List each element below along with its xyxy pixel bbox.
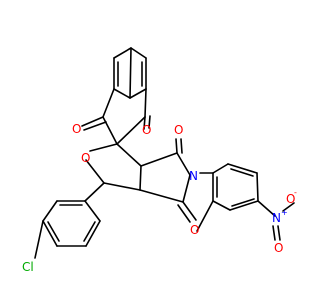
- atom-chlorine: Cl: [22, 260, 34, 274]
- bond: [83, 221, 96, 242]
- bond: [196, 200, 214, 232]
- bond: [277, 225, 281, 241]
- bond: [85, 159, 105, 184]
- bond: [85, 220, 101, 247]
- bond: [282, 202, 295, 212]
- atom-nitrogen: N: [189, 169, 198, 183]
- bond: [144, 88, 147, 118]
- bond: [182, 174, 191, 203]
- atom-oxygen: O: [286, 192, 295, 206]
- bond: [81, 116, 104, 127]
- bond: [103, 182, 141, 191]
- atom-charge: +: [281, 208, 288, 217]
- bond: [130, 47, 147, 59]
- molecule-structure-diagram: O O O O O N Cl N + O - O: [0, 0, 300, 300]
- bond: [212, 163, 229, 174]
- bond: [230, 168, 254, 177]
- bond: [116, 143, 142, 167]
- atom-labels: O O O O O N Cl N + O - O: [22, 122, 297, 274]
- bond: [42, 220, 58, 247]
- bond: [84, 182, 105, 202]
- bond: [180, 138, 183, 154]
- bond: [212, 200, 231, 211]
- bond: [139, 165, 142, 191]
- bond: [113, 47, 132, 59]
- atom-oxygen: O: [174, 123, 183, 137]
- bond: [84, 200, 101, 222]
- bond: [175, 138, 178, 154]
- bond: [42, 200, 58, 222]
- bond: [83, 121, 107, 131]
- atom-oxygen: O: [72, 122, 81, 136]
- bond: [176, 152, 191, 176]
- bond: [229, 200, 259, 211]
- atom-oxygen: O: [81, 151, 90, 165]
- bond: [227, 163, 258, 174]
- atom-nitrogen: N: [272, 211, 281, 225]
- bond: [143, 116, 146, 130]
- bond: [47, 221, 60, 242]
- bond: [89, 143, 118, 152]
- atom-oxygen: O: [274, 241, 283, 255]
- bond: [257, 200, 276, 217]
- bonds: [34, 47, 295, 259]
- bond: [34, 220, 44, 259]
- bond: [116, 116, 146, 145]
- atom-oxygen: O: [142, 123, 151, 137]
- bond: [231, 198, 255, 207]
- atom-oxygen: O: [190, 223, 199, 237]
- bond: [182, 201, 197, 221]
- bond: [139, 189, 184, 203]
- bond: [113, 88, 131, 99]
- bond: [148, 115, 151, 129]
- bond: [129, 88, 147, 99]
- bond: [177, 204, 191, 223]
- bond: [102, 88, 115, 118]
- canvas-background: [0, 0, 300, 300]
- atom-charge: -: [294, 188, 297, 197]
- bond: [272, 225, 276, 241]
- bond: [140, 152, 178, 167]
- bond: [256, 172, 259, 202]
- bond: [129, 47, 132, 99]
